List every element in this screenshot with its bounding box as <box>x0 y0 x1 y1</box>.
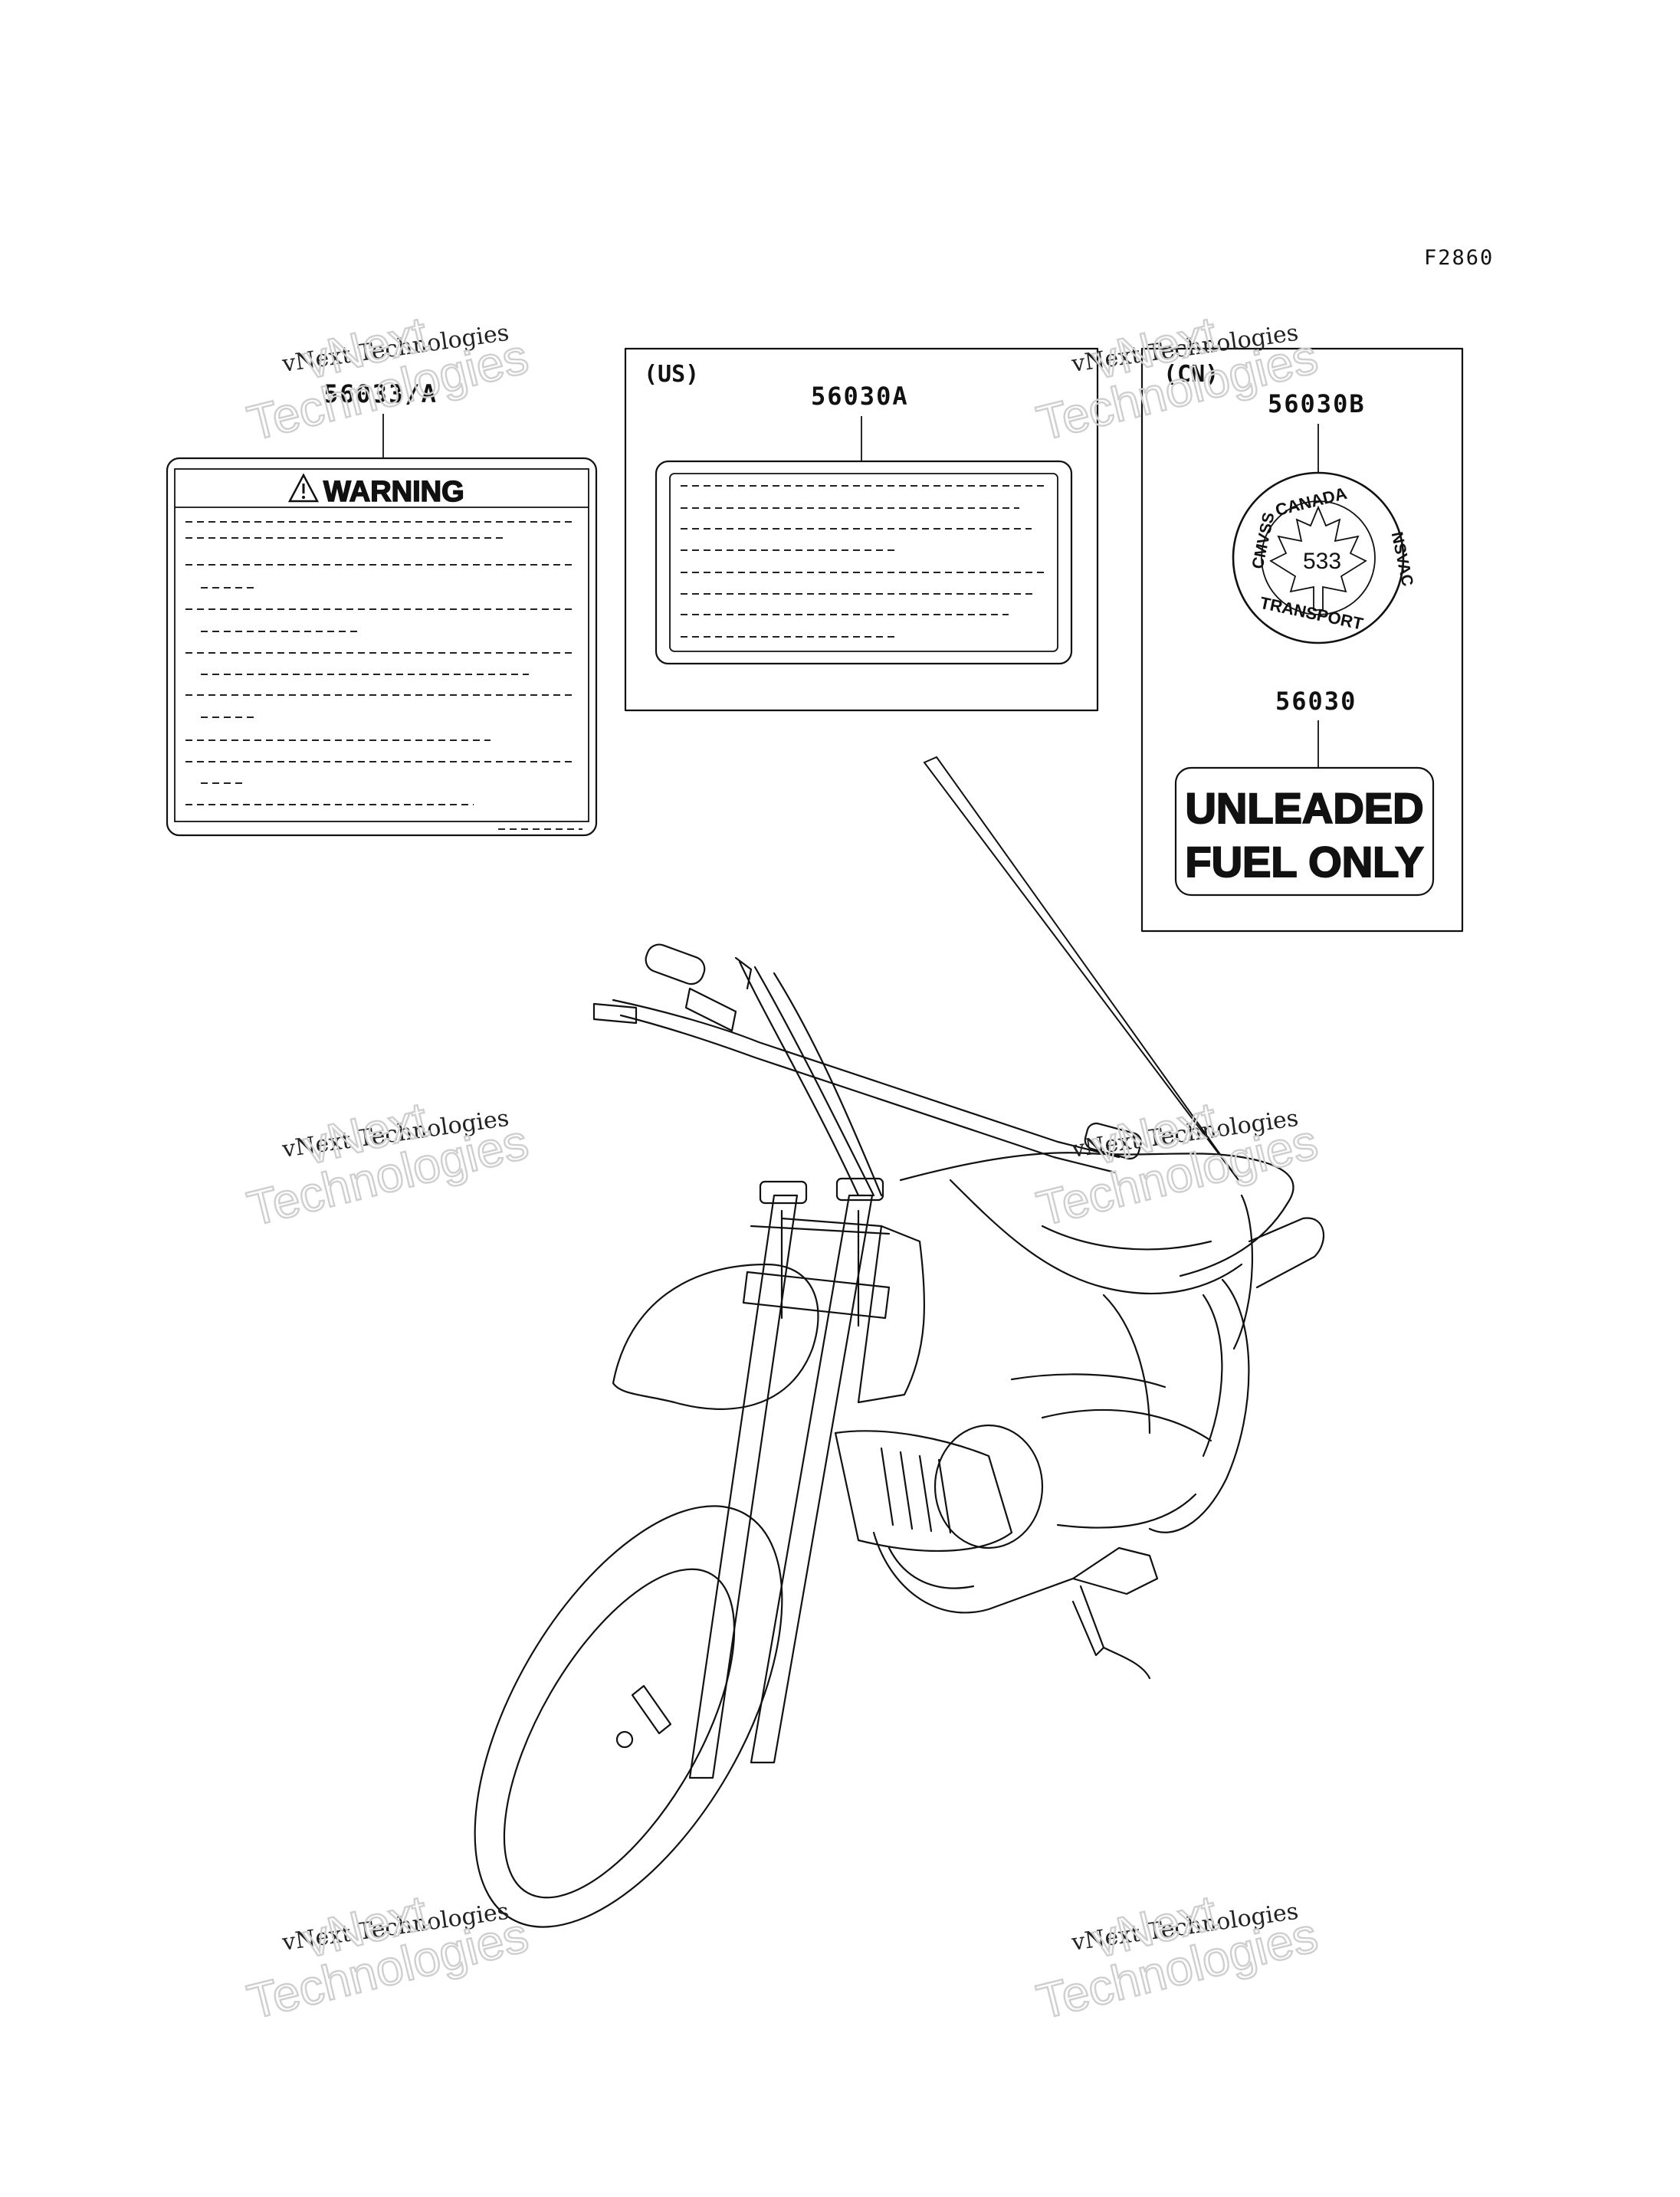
warning-label-callout: 56033/A WARNING <box>166 379 598 837</box>
warning-heading: WARNING <box>323 476 464 508</box>
us-text-placeholder <box>681 485 1044 638</box>
cn-fuel-part-number: 56030 <box>1275 687 1357 716</box>
us-label-callout: (US) 56030A <box>624 347 1099 712</box>
us-label-outline <box>655 460 1073 665</box>
label-pointer-line <box>923 756 1239 1181</box>
seal-top-text: CANADA <box>1273 484 1349 520</box>
us-region-box <box>624 347 1099 712</box>
canada-seal: CANADA TRANSPORT CMVSS NSVAC 533 <box>1232 471 1416 644</box>
cn-seal-part-number: 56030B <box>1268 389 1366 418</box>
fuel-label-line1: UNLEADED <box>1185 784 1423 832</box>
cn-region-tag: (CN) <box>1163 361 1219 388</box>
warning-label-outline <box>166 457 598 837</box>
seal-bottom-text: TRANSPORT <box>1258 593 1366 634</box>
us-part-number: 56030A <box>811 382 909 411</box>
seal-center-number: 533 <box>1303 549 1341 574</box>
watermark-group: vNext Technologies vNext Technologies vN… <box>241 305 1324 2031</box>
warning-triangle-icon <box>287 473 320 503</box>
fuel-label-outline <box>1174 766 1435 897</box>
fuel-label-line2: FUEL ONLY <box>1185 838 1423 886</box>
warning-label-inner <box>174 468 589 822</box>
us-region-tag: (US) <box>644 361 699 388</box>
cn-region-box <box>1140 347 1464 933</box>
seal-left-text: CMVSS <box>1249 511 1278 571</box>
maple-leaf-icon <box>1269 505 1367 611</box>
cn-label-callout: (CN) 56030B CANADA TRANSPORT CMVSS NSVAC… <box>1140 347 1464 933</box>
motorcycle-illustration <box>474 943 1325 1928</box>
seal-right-text: NSVAC <box>1388 530 1416 588</box>
figure-code: F2860 <box>1424 246 1494 270</box>
warning-text-placeholder <box>185 521 582 830</box>
warning-part-number: 56033/A <box>323 379 438 408</box>
